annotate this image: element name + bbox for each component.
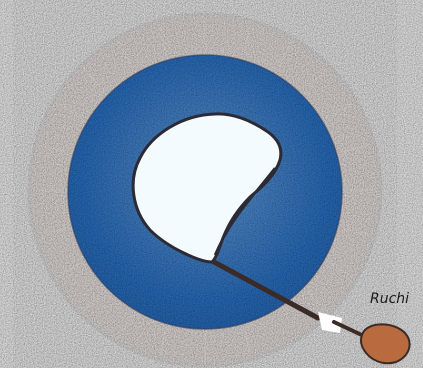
signature-text: Ruchi xyxy=(370,291,409,307)
